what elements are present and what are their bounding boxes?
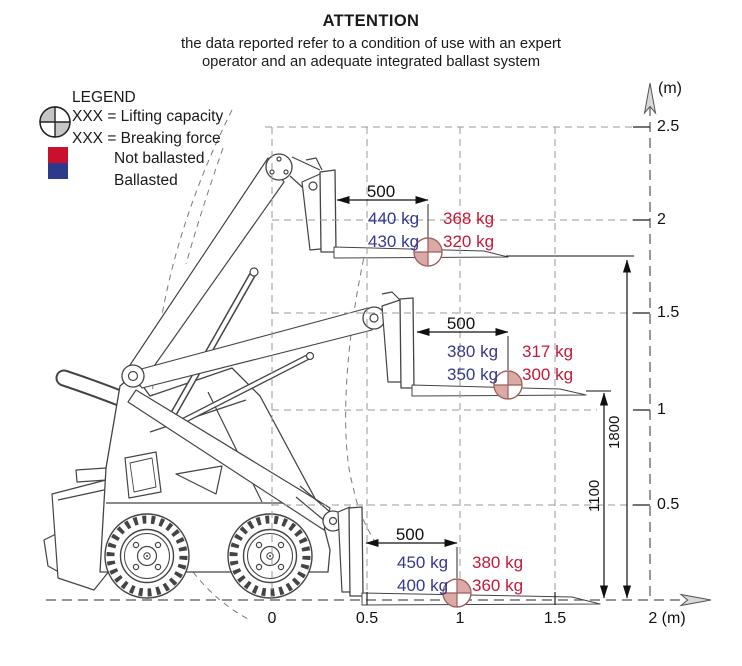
- breaking-force-value: 400 kg: [397, 576, 449, 595]
- y-tick-1p5: 1.5: [657, 304, 680, 321]
- lifting-capacity-value: 450 kg: [397, 553, 449, 572]
- lifting-capacity-value: 368 kg: [443, 209, 495, 228]
- y-tick-2p5: 2.5: [657, 118, 680, 135]
- y-axis-unit: (m): [658, 80, 682, 97]
- y-axis: [633, 82, 657, 600]
- y-tick-2: 2: [657, 211, 666, 228]
- lifting-capacity-value: 440 kg: [368, 209, 420, 228]
- lifting-capacity-value: 380 kg: [447, 342, 499, 361]
- load-center-icon: [442, 578, 472, 608]
- boom-lowered: [127, 389, 331, 531]
- load-center-dim-middle: 500: [446, 314, 476, 333]
- values-ground-ballasted: 450 kg 400 kg: [397, 551, 448, 597]
- attention-title: ATTENTION: [322, 12, 420, 30]
- breaking-force-value: 350 kg: [447, 365, 499, 384]
- breaking-force-value: 360 kg: [472, 576, 524, 595]
- breaking-force-value: 320 kg: [443, 232, 495, 251]
- attention-text-line2: operator and an adequate integrated ball…: [201, 54, 541, 70]
- height-dim-1800: 1800: [606, 415, 623, 449]
- machine-drawing: [43, 153, 601, 606]
- legend-load-center-icon: [39, 106, 71, 138]
- load-center-icon: [493, 370, 523, 400]
- fork-attachment-ground: [322, 506, 601, 606]
- not-ballasted-color-swatch: [48, 147, 68, 163]
- cab-window: [124, 451, 162, 499]
- lifting-capacity-value: 317 kg: [522, 342, 574, 361]
- values-ground-not-ballasted: 380 kg 360 kg: [472, 551, 523, 597]
- x-tick-1: 1: [455, 610, 465, 627]
- x-tick-2-unit: 2 (m): [648, 610, 686, 627]
- front-wheel: [227, 513, 313, 599]
- legend-title: LEGEND: [72, 89, 136, 106]
- values-middle-not-ballasted: 317 kg 300 kg: [522, 340, 573, 386]
- values-high-ballasted: 440 kg 430 kg: [368, 207, 419, 253]
- ballasted-color-swatch: [48, 163, 68, 179]
- breaking-force-value: 300 kg: [522, 365, 574, 384]
- legend-ballasted-label: Ballasted: [114, 172, 178, 189]
- lifting-capacity-value: 380 kg: [472, 553, 524, 572]
- x-tick-1p5: 1.5: [543, 610, 567, 627]
- x-tick-0p5: 0.5: [355, 610, 379, 627]
- values-middle-ballasted: 380 kg 350 kg: [447, 340, 498, 386]
- breaking-force-value: 430 kg: [368, 232, 420, 251]
- load-center-dim-high: 500: [366, 182, 396, 201]
- reference-grid: [265, 126, 650, 598]
- attention-text-line1: the data reported refer to a condition o…: [180, 36, 562, 52]
- rear-wheel: [104, 513, 190, 599]
- legend-breaking-force-label: XXX = Breaking force: [72, 130, 221, 147]
- load-center-icon: [413, 237, 443, 267]
- values-high-not-ballasted: 368 kg 320 kg: [443, 207, 494, 253]
- boom-middle: [129, 307, 373, 428]
- height-dim-1100: 1100: [586, 479, 603, 512]
- x-tick-0: 0: [267, 610, 277, 627]
- y-tick-1: 1: [657, 401, 666, 418]
- legend-lifting-capacity-label: XXX = Lifting capacity: [72, 108, 224, 125]
- load-center-icons: [413, 237, 523, 608]
- y-tick-0p5: 0.5: [657, 496, 680, 513]
- legend-not-ballasted-label: Not ballasted: [114, 150, 205, 167]
- dimension-lines: [336, 195, 634, 599]
- load-center-dim-ground: 500: [395, 525, 425, 544]
